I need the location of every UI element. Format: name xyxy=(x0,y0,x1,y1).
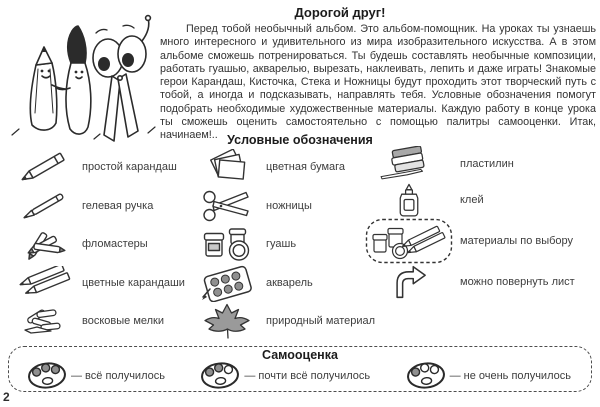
legend-item-label: пластилин xyxy=(460,157,514,170)
mascots-illustration xyxy=(11,14,156,142)
legend-column-2: цветная бумага ножницы гуашь акварель пр… xyxy=(196,148,376,341)
intro-paragraph: Перед тобой необычный альбом. Это альбом… xyxy=(160,23,596,142)
intro-title: Дорогой друг! xyxy=(294,5,386,20)
legend-item-label: гуашь xyxy=(266,238,297,251)
wax-crayons-icon xyxy=(12,304,76,338)
glue-icon xyxy=(364,183,454,218)
legend-item-label: акварель xyxy=(266,276,313,289)
legend-item-label: клей xyxy=(460,194,484,206)
legend-item: цветные карандаши xyxy=(12,264,194,303)
legend-item: восковые мелки xyxy=(12,302,194,341)
legend-item: клей xyxy=(364,182,596,218)
legend-item: гелевая ручка xyxy=(12,187,194,226)
self-assessment-row: — всё получилось — почти всё получилось … xyxy=(9,361,591,390)
legend-item: природный материал xyxy=(196,302,376,341)
legend-item: можно повернуть лист xyxy=(364,264,596,300)
turn-sheet-icon xyxy=(364,265,454,299)
self-assessment-item: — почти всё получилось xyxy=(200,361,370,390)
scissors-icon xyxy=(196,188,260,224)
self-assessment-label: — не очень получилось xyxy=(449,369,571,382)
legend-item: пластилин xyxy=(364,145,596,182)
self-assessment-label: — почти всё получилось xyxy=(244,369,371,382)
self-assessment-title: Самооценка xyxy=(262,348,338,362)
self-assessment-item: — не очень получилось xyxy=(406,361,571,390)
palette-3-filled-icon xyxy=(27,361,67,390)
pencil-icon xyxy=(12,151,76,183)
self-assessment-item: — всё получилось xyxy=(27,361,165,390)
legend-item-label: восковые мелки xyxy=(82,315,165,328)
legend-item-label: ножницы xyxy=(266,199,312,212)
legend-item: ножницы xyxy=(196,187,376,226)
page-number: 2 xyxy=(3,390,10,404)
palette-2-filled-icon xyxy=(200,361,240,390)
colored-pencils-icon xyxy=(12,265,76,300)
legend-item-label: гелевая ручка xyxy=(82,199,154,212)
markers-icon xyxy=(12,226,76,262)
legend-item: фломастеры xyxy=(12,225,194,264)
legend-item-label: материалы по выбору xyxy=(460,235,574,247)
watercolor-icon xyxy=(196,264,260,302)
legend-item-label: цветные карандаши xyxy=(82,276,185,289)
legend-title: Условные обозначения xyxy=(227,133,373,147)
legend-item-label: простой карандаш xyxy=(82,161,177,174)
gouache-icon xyxy=(196,226,260,262)
gel-pen-icon xyxy=(12,190,76,222)
materials-choice-icon xyxy=(364,218,454,264)
legend-item-label: цветная бумага xyxy=(266,161,346,174)
natural-material-icon xyxy=(196,302,260,340)
plasticine-icon xyxy=(364,145,454,182)
legend-column-1: простой карандаш гелевая ручка фломастер… xyxy=(12,148,194,341)
self-assessment-box: Самооценка — всё получилось — почти всё … xyxy=(8,346,592,392)
legend-item: простой карандаш xyxy=(12,148,194,187)
legend-column-3: пластилин клей материалы по выбору можно… xyxy=(364,145,596,300)
legend-item-label: фломастеры xyxy=(82,238,148,251)
palette-1-filled-icon xyxy=(406,361,446,390)
legend-item-label: можно повернуть лист xyxy=(460,276,575,288)
legend-item-label: природный материал xyxy=(266,315,376,328)
legend-item: материалы по выбору xyxy=(364,218,596,264)
legend-item: акварель xyxy=(196,264,376,303)
self-assessment-label: — всё получилось xyxy=(71,369,165,382)
colored-paper-icon xyxy=(196,149,260,185)
legend-item: цветная бумага xyxy=(196,148,376,187)
legend-item: гуашь xyxy=(196,225,376,264)
